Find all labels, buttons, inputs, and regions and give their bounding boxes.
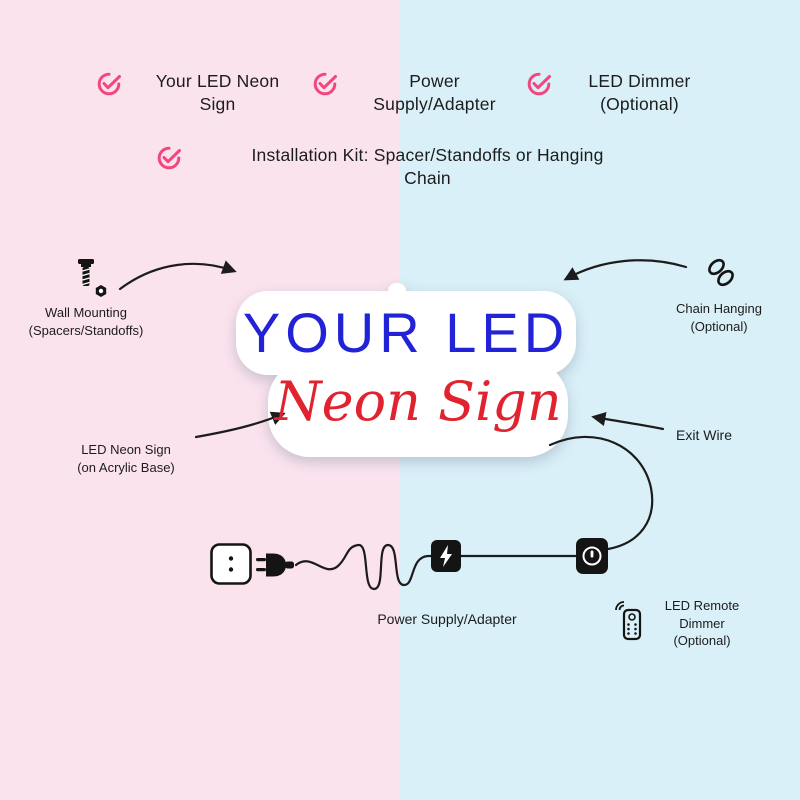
sign-subtitle: Neon Sign	[274, 370, 562, 433]
neon-sign-arrow	[194, 411, 286, 439]
sign-title: YOUR LED	[242, 301, 570, 364]
wall-mounting-arrow	[118, 260, 237, 291]
check-circle-icon	[527, 72, 551, 96]
remote-control-icon	[612, 600, 644, 642]
exit-wire-label: Exit Wire	[676, 427, 732, 443]
checklist-item-neon-sign: Your LED Neon Sign	[96, 70, 304, 116]
checklist-item-installation-kit: Installation Kit: Spacer/Standoffs or Ha…	[156, 144, 664, 190]
checklist-item-dimmer: LED Dimmer (Optional)	[526, 70, 718, 116]
screw-icon	[74, 258, 110, 298]
acrylic-base-shape	[236, 283, 576, 457]
checklist-label: Your LED Neon Sign	[155, 71, 280, 115]
checklist-label: Power Supply/Adapter	[373, 71, 496, 115]
power-adapter-icon	[431, 540, 461, 572]
remote-dimmer-label: LED Remote Dimmer (Optional)	[664, 598, 740, 649]
led-neon-sign-label: LED Neon Sign (on Acrylic Base)	[77, 442, 175, 475]
chain-hanging-label: Chain Hanging (Optional)	[675, 301, 762, 334]
checklist-label: LED Dimmer (Optional)	[588, 71, 691, 115]
chain-link-icon	[704, 256, 738, 290]
check-circle-icon	[97, 72, 121, 96]
chain-hanging-arrow	[563, 259, 688, 281]
check-circle-icon	[157, 146, 181, 170]
exit-wire-arrow	[591, 412, 665, 431]
wall-mounting-label: Wall Mounting (Spacers/Standoffs)	[28, 305, 144, 338]
dimmer-switch-icon	[576, 538, 608, 574]
wall-socket-icon	[210, 543, 252, 585]
power-cable	[294, 435, 654, 591]
check-circle-icon	[313, 72, 337, 96]
power-supply-label: Power Supply/Adapter	[377, 611, 517, 627]
power-plug-icon	[256, 549, 302, 581]
checklist-label: Installation Kit: Spacer/Standoffs or Ha…	[251, 145, 604, 189]
checklist-item-power-supply: Power Supply/Adapter	[312, 70, 522, 116]
